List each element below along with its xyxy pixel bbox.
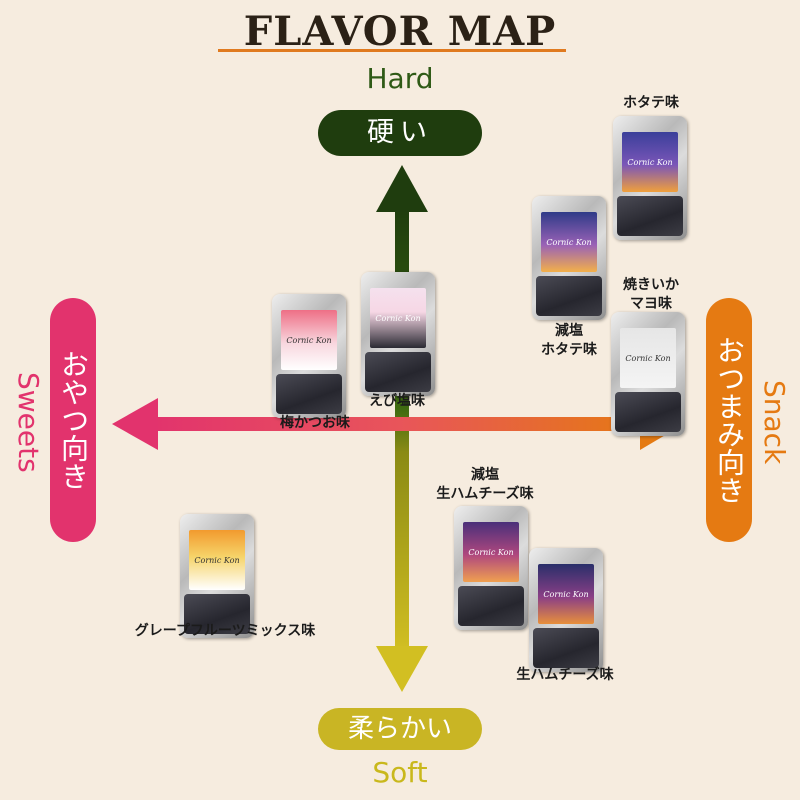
product-label-yaki-ika: 焼きいか マヨ味 <box>623 277 679 312</box>
product-package-genen-namaham[interactable]: Cornic Kon <box>454 506 528 630</box>
product-label-ebi-shio: えび塩味 <box>369 393 425 409</box>
down-arrowhead <box>376 646 428 692</box>
up-arrowhead <box>376 165 428 212</box>
sweets-label: Sweets <box>12 371 45 473</box>
soft-label: Soft <box>372 756 428 789</box>
title-underline <box>218 49 566 52</box>
product-package-ebi-shio[interactable]: Cornic Kon <box>361 272 435 396</box>
product-label-genen-hotate: 減塩 ホタテ味 <box>541 323 597 358</box>
page-title: FLAVOR MAP <box>243 8 557 55</box>
hard-pill: 硬い <box>318 110 482 156</box>
product-label-namaham: 生ハムチーズ味 <box>516 667 614 683</box>
product-package-namaham[interactable]: Cornic Kon <box>529 548 603 672</box>
product-package-hotate[interactable]: Cornic Kon <box>613 116 687 240</box>
product-package-ume-katsuo[interactable]: Cornic Kon <box>272 294 346 418</box>
snack-pill: おつまみ向き <box>706 298 752 542</box>
product-label-grapefruit: グレープフルーツミックス味 <box>134 623 316 639</box>
product-package-grapefruit[interactable]: Cornic Kon <box>180 514 254 638</box>
horizontal-axis-shaft <box>150 417 650 431</box>
product-package-yaki-ika[interactable]: Cornic Kon <box>611 312 685 436</box>
product-label-genen-namaham: 減塩 生ハムチーズ味 <box>436 467 534 502</box>
soft-pill: 柔らかい <box>318 708 482 750</box>
hard-label: Hard <box>366 62 434 95</box>
product-label-ume-katsuo: 梅かつお味 <box>280 415 350 431</box>
product-package-genen-hotate[interactable]: Cornic Kon <box>532 196 606 320</box>
left-arrowhead <box>112 398 158 450</box>
sweets-pill: おやつ向き <box>50 298 96 542</box>
product-label-hotate: ホタテ味 <box>623 95 679 111</box>
snack-label: Snack <box>758 379 791 465</box>
